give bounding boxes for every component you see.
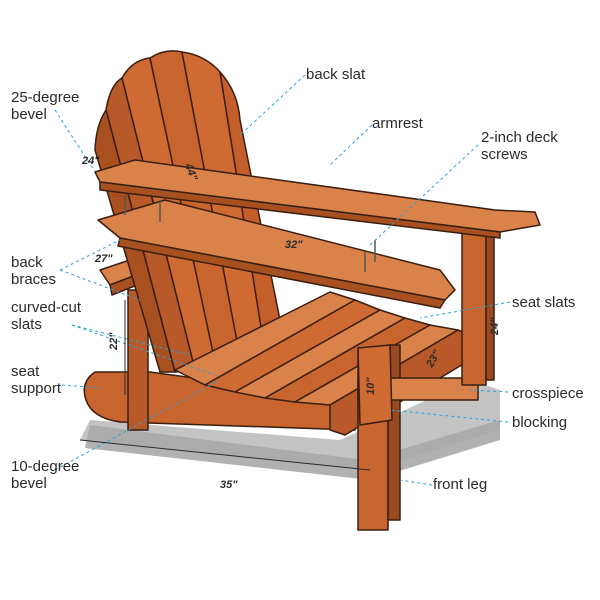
- dim-bevel-width: 24": [81, 155, 100, 167]
- label-bevel-25: 25-degree bevel: [11, 89, 79, 123]
- label-seat-slats: seat slats: [512, 294, 576, 311]
- rear-right-leg-side: [485, 227, 495, 381]
- label-bevel-25-line1: 25-degree: [11, 89, 80, 106]
- dim-chair-length: 35": [220, 479, 238, 491]
- right-armrest-edge: [117, 237, 446, 309]
- chair: [83, 50, 541, 531]
- dim-leg-height: 10": [365, 377, 377, 395]
- far-armrest-edge: [99, 181, 501, 239]
- deck-screws: [124, 195, 376, 272]
- label-curved-cut-slats-line2: slats: [11, 316, 42, 333]
- label-deck-screws-line1: 2-inch deck: [481, 129, 558, 146]
- dimension-lines: [79, 300, 371, 471]
- label-armrest: armrest: [372, 115, 423, 132]
- label-seat-support: seat support: [11, 363, 61, 397]
- label-seat-support-line2: support: [11, 380, 62, 397]
- label-back-braces-line1: back: [11, 254, 43, 271]
- label-curved-cut-slats: curved-cut slats: [11, 299, 81, 333]
- label-front-leg: front leg: [433, 476, 488, 493]
- back-slat-4: [219, 71, 286, 353]
- dim-brace-width: 27": [94, 253, 113, 265]
- label-blocking: blocking: [512, 414, 568, 431]
- label-deck-screws: 2-inch deck screws: [481, 129, 558, 163]
- label-back-braces-line2: braces: [11, 271, 57, 288]
- label-bevel-25-line2: bevel: [11, 106, 47, 123]
- dim-seat-height: 22": [108, 332, 120, 351]
- leader-lines: [54, 74, 511, 486]
- rear-right-leg: [461, 224, 487, 386]
- label-curved-cut-slats-line1: curved-cut: [11, 299, 82, 316]
- blocking: [357, 344, 393, 426]
- label-crosspiece: crosspiece: [512, 385, 584, 402]
- dim-armrest-length: 32": [285, 239, 303, 251]
- label-back-braces: back braces: [11, 254, 56, 288]
- dim-front-height: 24": [489, 317, 501, 336]
- label-deck-screws-line2: screws: [481, 146, 528, 163]
- label-back-slat: back slat: [306, 66, 366, 83]
- label-bevel-10-line2: bevel: [11, 475, 47, 492]
- label-bevel-10: 10-degree bevel: [11, 458, 79, 492]
- label-bevel-10-line1: 10-degree: [11, 458, 80, 475]
- seat-support-rail: [83, 371, 356, 431]
- label-seat-support-line1: seat: [11, 363, 40, 380]
